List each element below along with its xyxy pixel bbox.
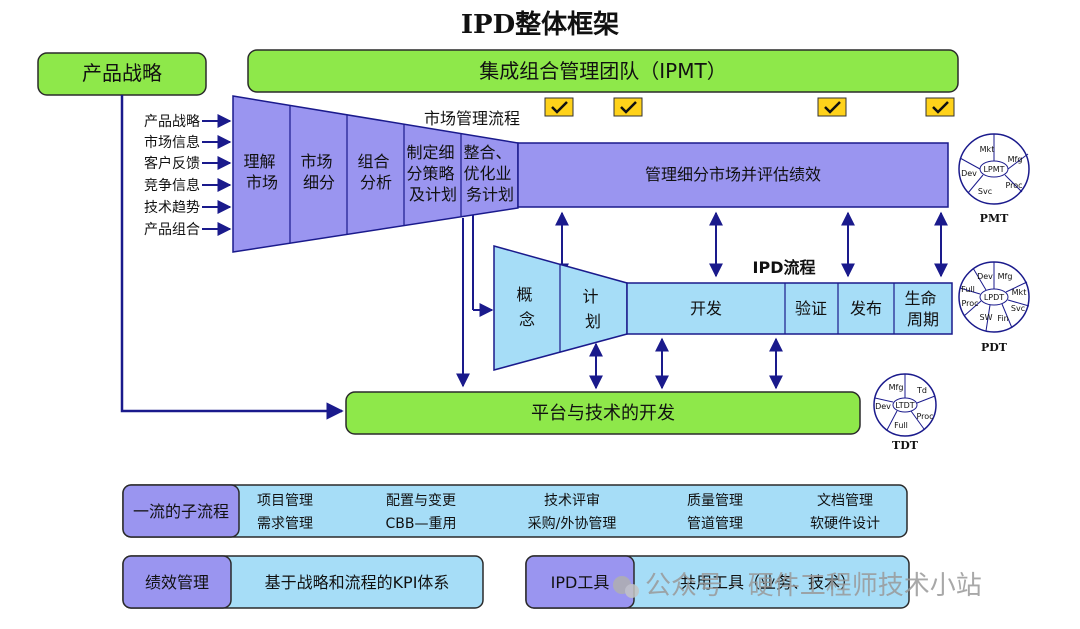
product-strategy-node: 产品战略: [37, 52, 207, 96]
market-process-label: 市场管理流程: [424, 109, 520, 128]
market-funnel: 理解 市场 市场 细分 组合 分析 制定细 分策略 及计划 整合、 优化业 务计…: [232, 95, 519, 253]
funnel-stage-label: 理解 市场: [243, 152, 280, 192]
tdt-caption: TDT: [892, 439, 919, 452]
pmt-segment: Proc: [1005, 181, 1022, 190]
diagram-title: IPD整体框架: [461, 9, 619, 40]
subprocess-item: 项目管理: [257, 493, 313, 509]
pmt-center: LPMT: [983, 165, 1004, 174]
input-label: 市场信息: [144, 134, 200, 151]
pdt-segment: SW: [980, 313, 993, 322]
funnel-stage-label: 整合、 优化业 务计划: [463, 143, 516, 204]
check-icon: [925, 97, 955, 117]
ipd-stage-label: 生命 周期: [904, 289, 941, 329]
pdt-segment: Svc: [1011, 304, 1025, 313]
subprocess-item: 采购/外协管理: [528, 516, 617, 532]
pmt-caption: PMT: [980, 212, 1009, 225]
pdt-center: LPDT: [984, 293, 1004, 302]
pdt-segment: Fin: [997, 314, 1008, 323]
tdt-team-wheel: LTDT Mfg Td Proc Full Dev TDT: [873, 373, 937, 452]
tdt-segment: Dev: [875, 402, 891, 411]
check-icon: [817, 97, 847, 117]
input-label: 竞争信息: [144, 177, 200, 194]
market-inputs: 产品战略 市场信息 客户反馈 竞争信息 技术趋势 产品组合: [144, 114, 232, 238]
product-strategy-label: 产品战略: [82, 61, 162, 85]
tdt-segment: Full: [894, 421, 908, 430]
tools-row: IPD工具 共用工具（业务、技术）: [525, 555, 910, 609]
ipd-process: 概 念 计 划 开发 验证 发布 生命 周期: [493, 245, 953, 371]
subprocess-item: 质量管理: [687, 493, 743, 509]
pmt-segment: Mkt: [980, 145, 995, 154]
platform-bar: 平台与技术的开发: [345, 391, 861, 435]
subprocess-item: 管道管理: [687, 516, 743, 532]
check-icon: [544, 97, 574, 117]
input-label: 客户反馈: [144, 155, 200, 172]
pdt-segment: Proc: [961, 299, 978, 308]
subprocess-item: 需求管理: [257, 516, 313, 532]
performance-label: 绩效管理: [145, 573, 209, 592]
manage-market-bar: 管理细分市场并评估绩效: [517, 142, 949, 208]
tdt-center: LTDT: [895, 401, 914, 410]
ipd-process-label: IPD流程: [753, 258, 816, 277]
watermark-text: 公众号 · 硬件工程师技术小站: [645, 571, 982, 601]
pmt-segment: Svc: [978, 187, 992, 196]
pdt-caption: PDT: [981, 341, 1008, 354]
pmt-segment: Mfg: [1008, 155, 1023, 164]
subprocess-item: 软硬件设计: [810, 516, 880, 532]
checkpoint-checks: [544, 97, 955, 117]
strategy-to-platform-arrow: [120, 95, 344, 420]
subprocess-item: 文档管理: [817, 493, 873, 509]
ipd-stage-label: 验证: [795, 299, 827, 318]
tools-label: IPD工具: [551, 573, 610, 592]
tdt-segment: Mfg: [889, 383, 904, 392]
check-icon: [613, 97, 643, 117]
pdt-segment: Dev: [977, 272, 993, 281]
ipd-stage-label: 概 念: [516, 285, 537, 329]
input-label: 产品组合: [144, 222, 200, 238]
watermark: 公众号 · 硬件工程师技术小站: [613, 571, 982, 601]
platform-label: 平台与技术的开发: [531, 403, 675, 424]
funnel-stage-label: 组合 分析: [357, 152, 394, 192]
ipd-stage-label: 开发: [690, 299, 722, 318]
ipmt-label: 集成组合管理团队（IPMT）: [479, 59, 726, 83]
ipd-stage-label: 计 划: [582, 287, 603, 331]
pmt-team-wheel: LPMT Mkt Mfg Proc Svc Dev PMT: [958, 133, 1030, 225]
performance-row: 绩效管理 基于战略和流程的KPI体系: [122, 555, 484, 609]
subprocess-item: CBB—重用: [386, 516, 457, 532]
ipmt-bar: 集成组合管理团队（IPMT）: [247, 49, 959, 93]
pmt-segment: Dev: [961, 169, 977, 178]
manage-market-label: 管理细分市场并评估绩效: [645, 165, 821, 184]
pdt-team-wheel: LPDT Dev Mfg Mkt Svc Fin SW Proc Full PD…: [958, 261, 1030, 354]
funnel-stage-label: 市场 细分: [300, 152, 337, 192]
subprocess-row: 一流的子流程 项目管理 需求管理 配置与变更 CBB—重用 技术评审 采购/外协…: [122, 484, 908, 538]
input-label: 产品战略: [144, 114, 200, 130]
pdt-segment: Full: [961, 285, 975, 294]
subprocess-item: 配置与变更: [386, 493, 456, 509]
tdt-segment: Proc: [916, 412, 933, 421]
performance-content: 基于战略和流程的KPI体系: [265, 573, 450, 592]
tools-content: 共用工具（业务、技术）: [680, 573, 856, 592]
pdt-segment: Mfg: [998, 272, 1013, 281]
funnel-stage-label: 制定细 分策略 及计划: [406, 143, 459, 204]
subprocess-item: 技术评审: [544, 493, 600, 509]
input-label: 技术趋势: [144, 200, 200, 216]
subprocess-label: 一流的子流程: [133, 502, 229, 521]
ipd-stage-label: 发布: [850, 299, 882, 318]
pdt-segment: Mkt: [1012, 288, 1027, 297]
tdt-segment: Td: [916, 386, 927, 395]
